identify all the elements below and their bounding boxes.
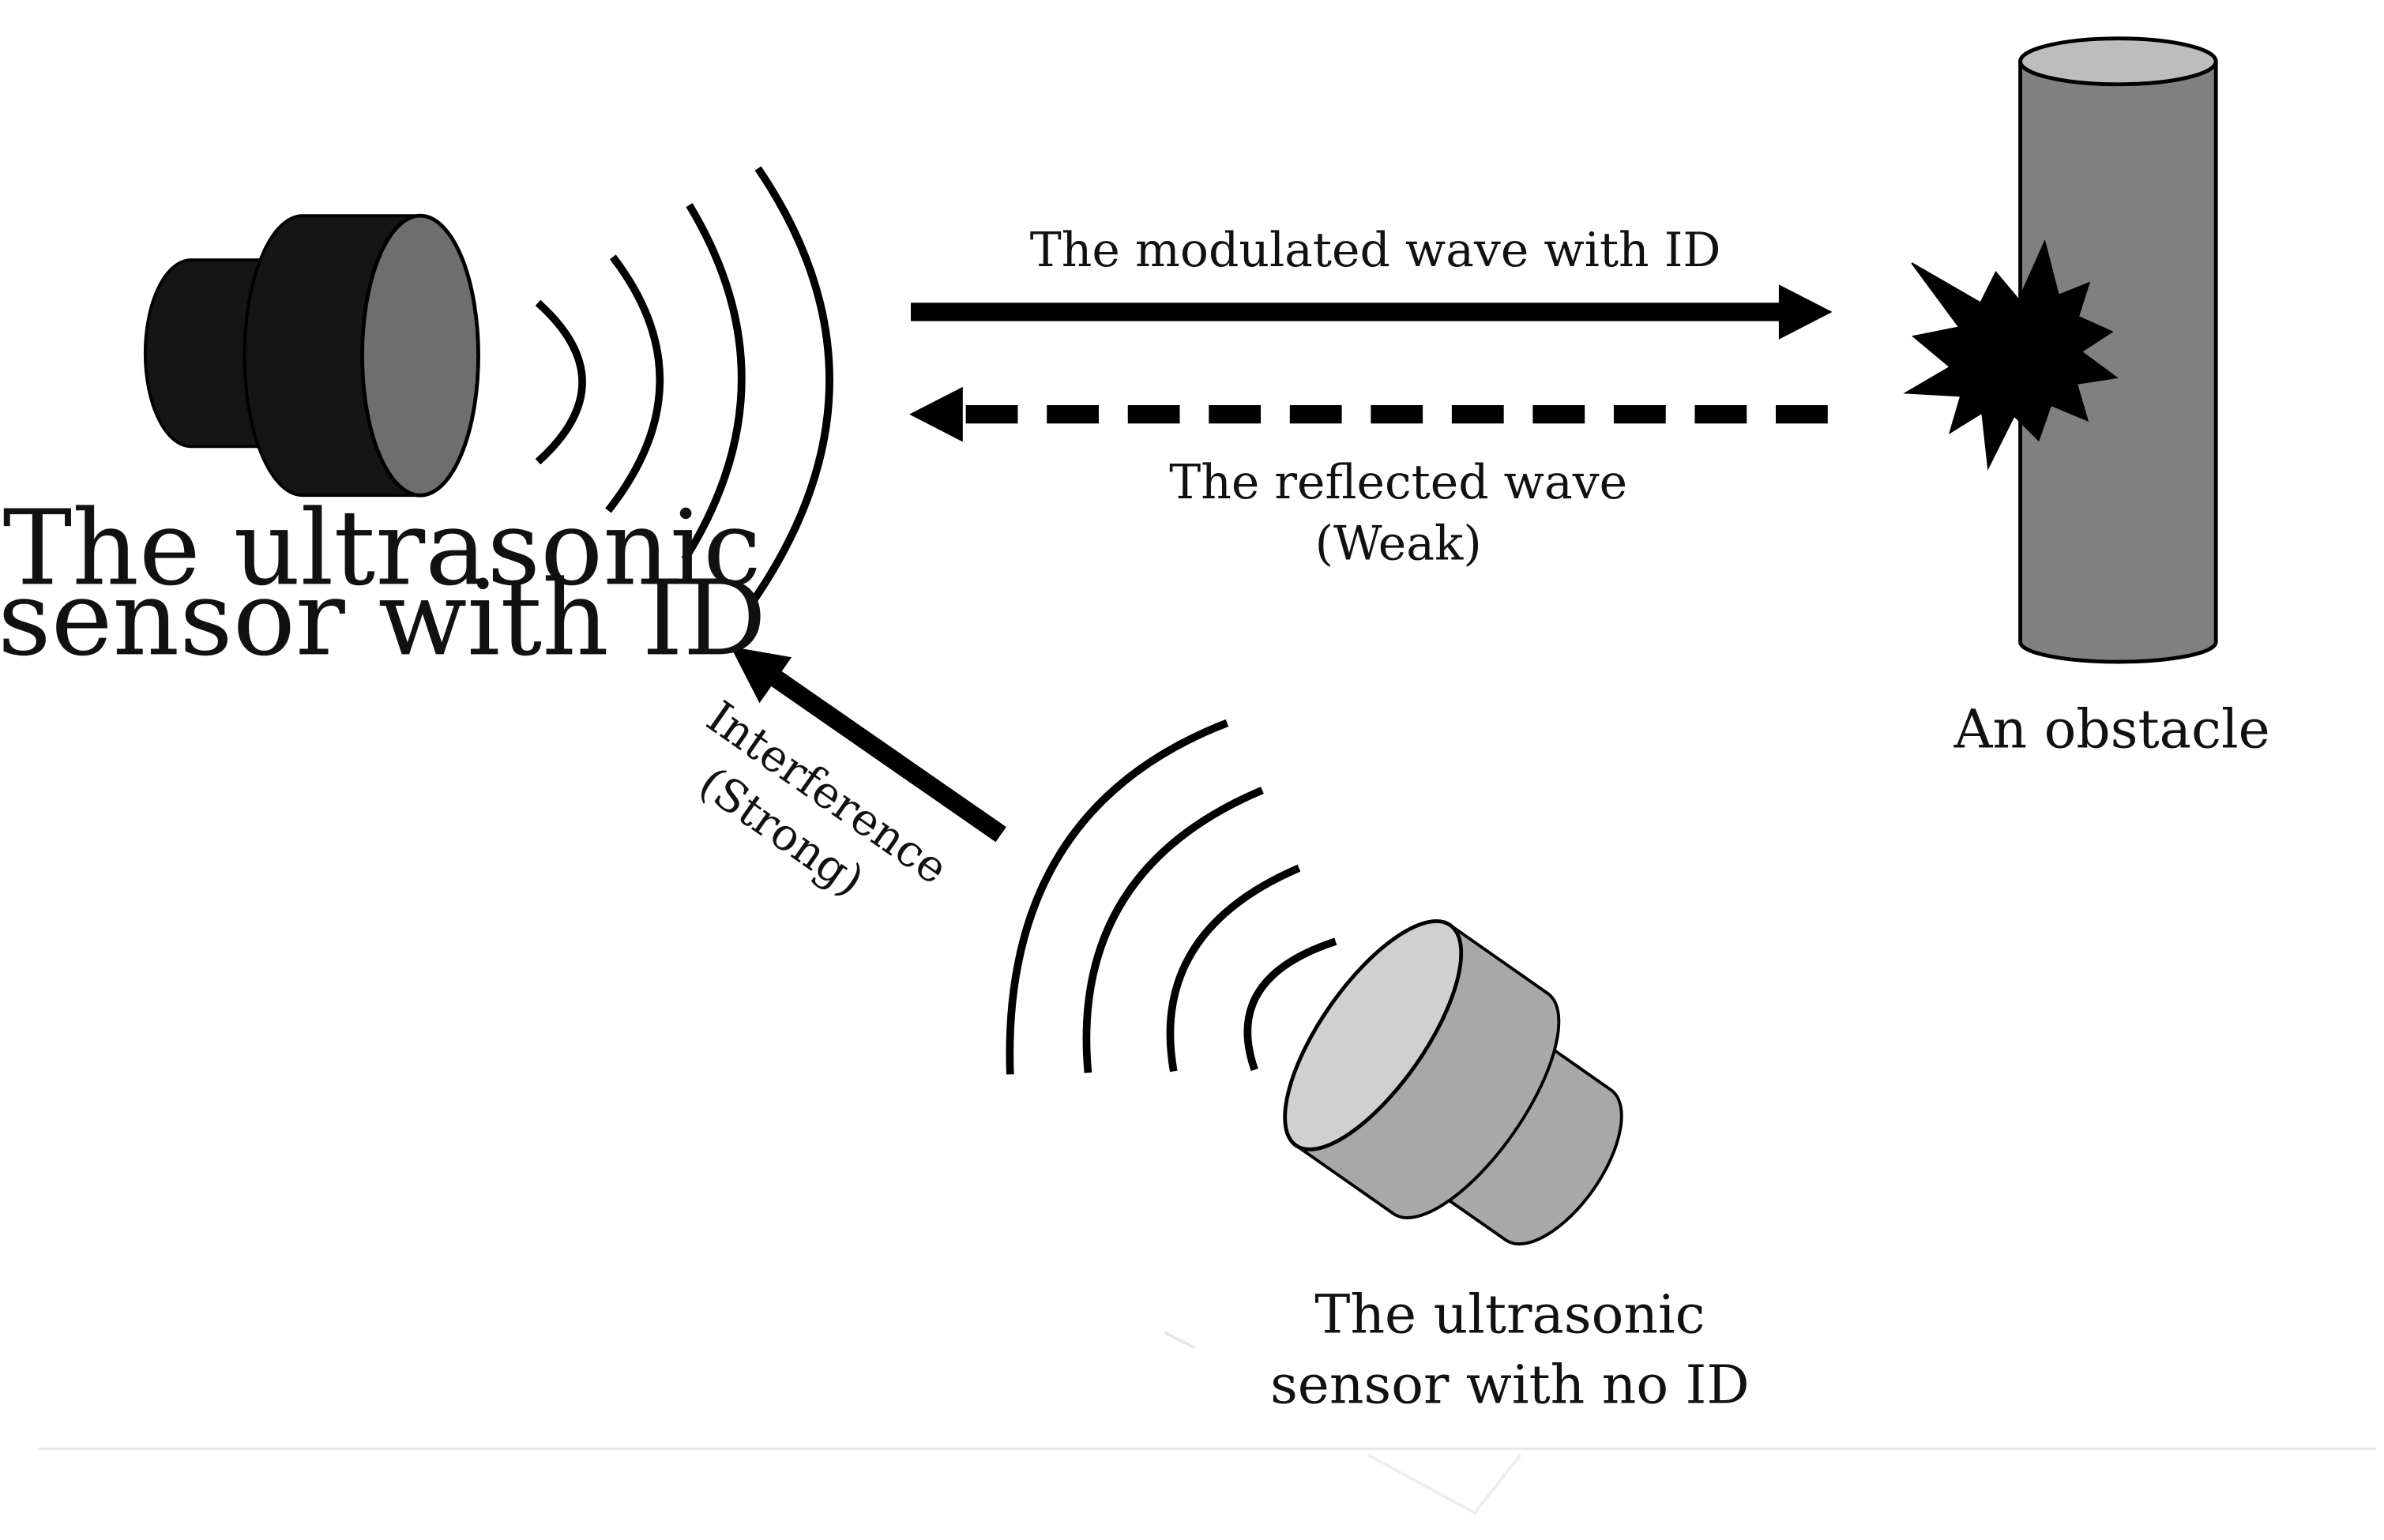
wave-arc xyxy=(1243,937,1337,1072)
modulated-wave-label: The modulated wave with ID xyxy=(1030,223,1721,278)
interference-label: Interference (Strong) xyxy=(690,692,957,907)
interference-arrow xyxy=(730,646,1006,843)
sensor-with-id-face xyxy=(360,213,480,498)
sensor-with-id xyxy=(143,213,480,498)
sensor-no-id-label-line1: The ultrasonic xyxy=(1314,1283,1705,1345)
wave-arc xyxy=(750,166,833,603)
reflected-wave-label-line2: (Weak) xyxy=(1315,516,1482,571)
sensor-no-id xyxy=(1283,919,1623,1246)
obstacle xyxy=(2018,36,2218,664)
sensor-no-id-waves xyxy=(1006,719,1337,1075)
sensor-with-id-waves xyxy=(535,166,833,603)
obstacle-label: An obstacle xyxy=(1953,697,2270,760)
modulated-wave-arrow xyxy=(911,284,1833,340)
wave-arc xyxy=(1166,864,1301,1072)
sensor-no-id-main-cylinder xyxy=(1283,919,1561,1219)
wave-arc xyxy=(535,299,586,465)
sensor-with-id-main-cylinder xyxy=(243,213,480,498)
sensor-with-id-label-line1: The ultrasonic xyxy=(3,488,761,609)
sensor-no-id-back-cylinder xyxy=(1439,1042,1623,1246)
obstacle-top xyxy=(2018,36,2218,87)
sensor-with-id-label-line2: sensor with ID xyxy=(0,558,766,679)
impact-burst xyxy=(1903,239,2119,471)
wave-arc xyxy=(605,254,664,513)
sensor-no-id-face xyxy=(1283,919,1464,1151)
obstacle-body xyxy=(2018,59,2218,664)
reflected-wave-arrow xyxy=(909,386,1834,442)
wave-arc xyxy=(681,203,746,562)
wave-arc xyxy=(1006,719,1229,1075)
sensor-no-id-label-line2: sensor with no ID xyxy=(1270,1353,1750,1415)
sensor-with-id-back-cylinder xyxy=(143,258,269,449)
faint-artifacts xyxy=(38,1331,2377,1516)
wave-arc xyxy=(1082,787,1264,1073)
reflected-wave-label-line1: The reflected wave xyxy=(1169,455,1627,510)
